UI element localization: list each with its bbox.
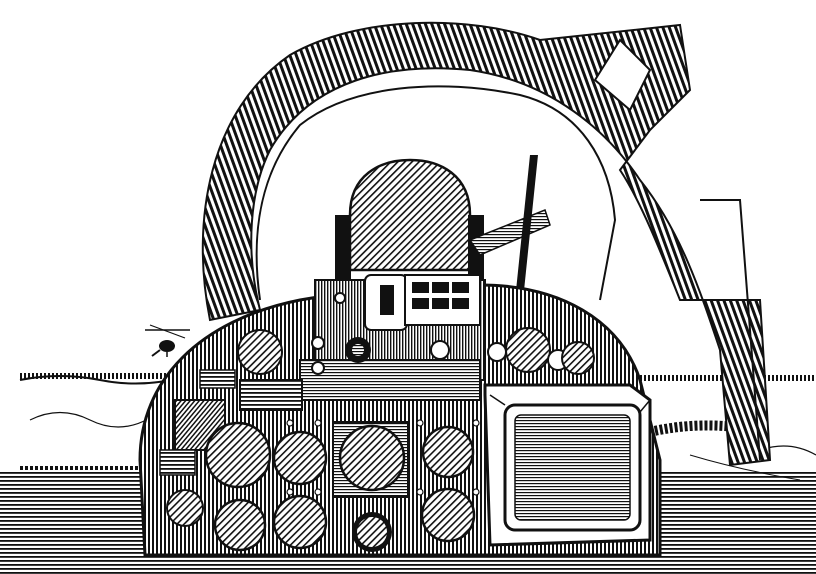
ejection-seat-icon: [335, 155, 551, 310]
display-screen-icon: [483, 383, 652, 547]
helicopter-icon: [145, 324, 190, 357]
canopy-frame-icon: [201, 21, 772, 467]
